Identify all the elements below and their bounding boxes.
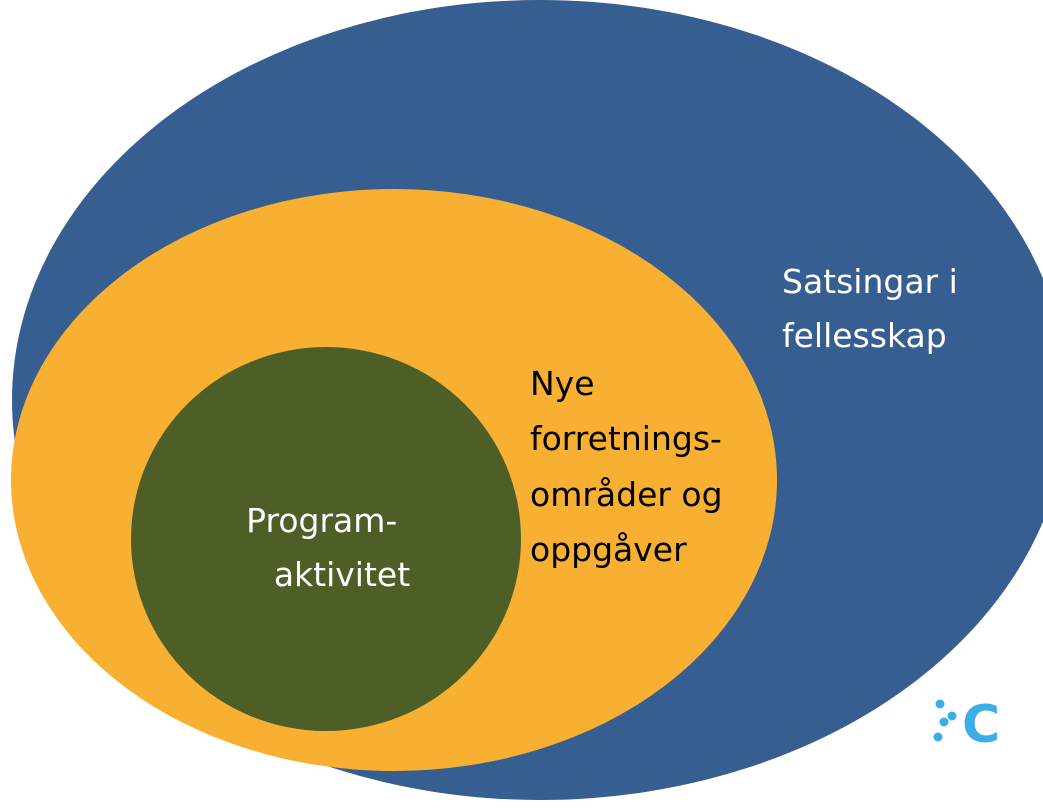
inner-label: Program- aktivitet [246, 501, 410, 594]
logo: C [933, 695, 1000, 755]
outer-label-line-1: Satsingar i [782, 262, 958, 301]
middle-label-line-4: oppgåver [530, 530, 687, 569]
middle-label: Nye forretnings- områder og oppgåver [530, 364, 733, 569]
middle-label-line-1: Nye [530, 364, 595, 403]
logo-text: C [962, 695, 1000, 755]
middle-label-line-2: forretnings- [530, 419, 722, 458]
inner-circle [131, 347, 521, 731]
outer-label-line-2: fellesskap [782, 316, 947, 355]
dots-logo-icon [933, 699, 957, 742]
outer-label: Satsingar i fellesskap [782, 262, 968, 355]
inner-label-line-1: Program- [246, 501, 397, 540]
inner-label-line-2: aktivitet [274, 555, 410, 594]
middle-label-line-3: områder og [530, 475, 723, 514]
